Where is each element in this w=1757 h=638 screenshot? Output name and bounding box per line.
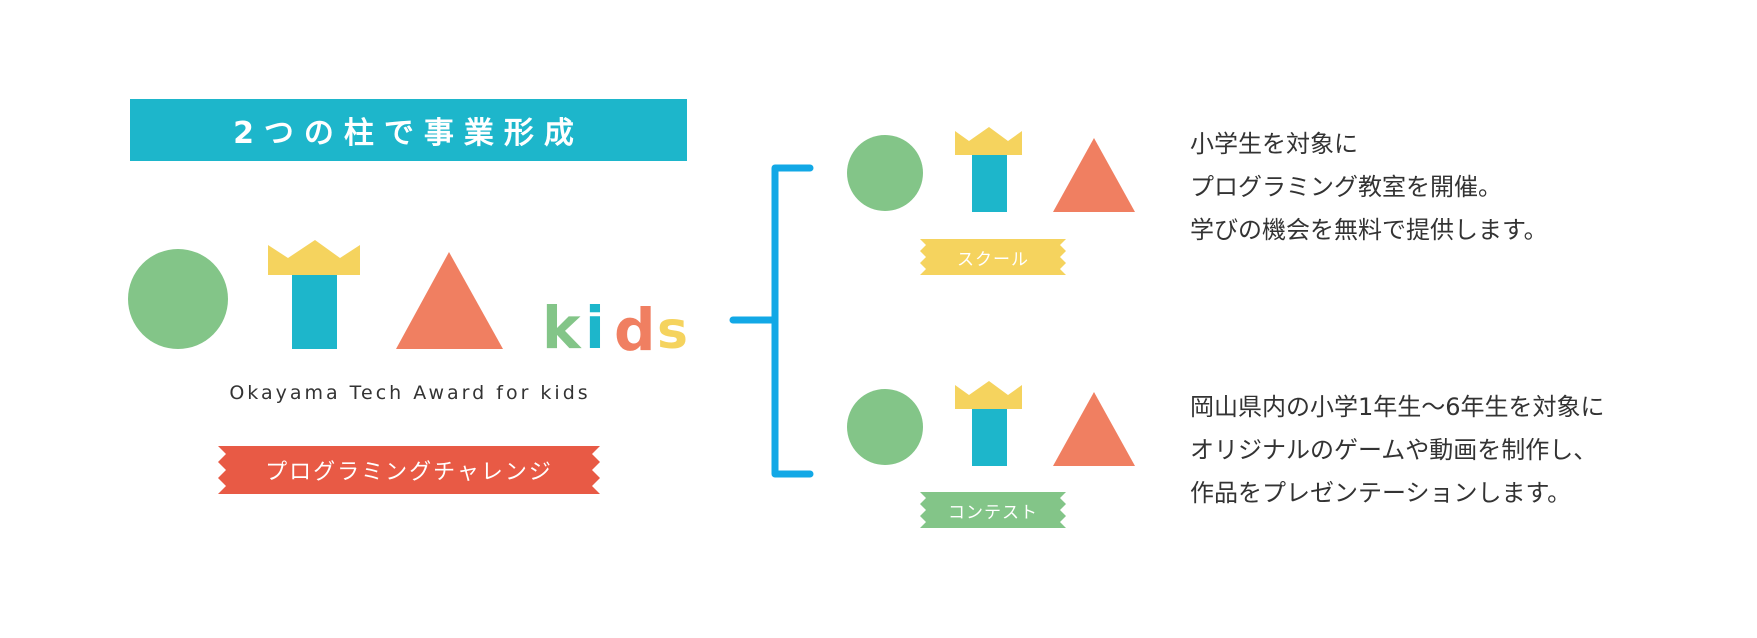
- contest-ribbon: [920, 492, 1066, 528]
- school-ribbon-label: スクール: [957, 249, 1029, 270]
- school-logo-pillar: [972, 155, 1007, 212]
- contest-logo-pillar: [972, 409, 1007, 466]
- school-logo-crown: [955, 127, 1022, 155]
- header-title: 2つの柱で事業形成: [233, 116, 584, 151]
- main-ribbon: [218, 446, 600, 494]
- bracket-connector: [729, 164, 814, 478]
- school-description-line: 学びの機会を無料で提供します。: [1190, 216, 1548, 244]
- contest-logo-triangle: [1053, 392, 1135, 466]
- logo-circle-o: [128, 249, 228, 349]
- logo-pillar-t: [292, 275, 337, 349]
- school-description-line: プログラミング教室を開催。: [1190, 173, 1502, 201]
- contest-logo-crown: [955, 381, 1022, 409]
- kids-letter-k: k: [542, 294, 582, 362]
- school-logo-triangle: [1053, 138, 1135, 212]
- logo-triangle-a: [396, 252, 503, 349]
- kids-letter-d: d: [614, 296, 656, 364]
- contest-description-line: オリジナルのゲームや動画を制作し、: [1190, 436, 1598, 464]
- contest-description: 岡山県内の小学1年生〜6年生を対象に オリジナルのゲームや動画を制作し、 作品を…: [1190, 386, 1710, 515]
- school-ota-logo: [847, 127, 1135, 212]
- contest-ribbon-label: コンテスト: [948, 502, 1038, 523]
- school-logo-circle: [847, 135, 923, 211]
- brand-full-name: Okayama Tech Award for kids: [229, 382, 591, 404]
- main-ribbon-label: プログラミングチャレンジ: [265, 460, 553, 485]
- kids-letter-s: s: [657, 301, 688, 361]
- contest-description-line: 岡山県内の小学1年生〜6年生を対象に: [1190, 393, 1605, 421]
- contest-description-line: 作品をプレゼンテーションします。: [1190, 479, 1572, 507]
- contest-logo-circle: [847, 389, 923, 465]
- school-description-line: 小学生を対象に: [1190, 130, 1358, 158]
- kids-letter-i: i: [585, 294, 605, 362]
- ota-kids-logo: k i d s: [128, 240, 688, 364]
- school-description: 小学生を対象に プログラミング教室を開催。 学びの機会を無料で提供します。: [1190, 123, 1710, 252]
- school-ribbon: [920, 239, 1066, 275]
- contest-ota-logo: [847, 381, 1135, 466]
- logo-crown: [268, 240, 360, 275]
- header-banner: 2つの柱で事業形成: [130, 99, 687, 161]
